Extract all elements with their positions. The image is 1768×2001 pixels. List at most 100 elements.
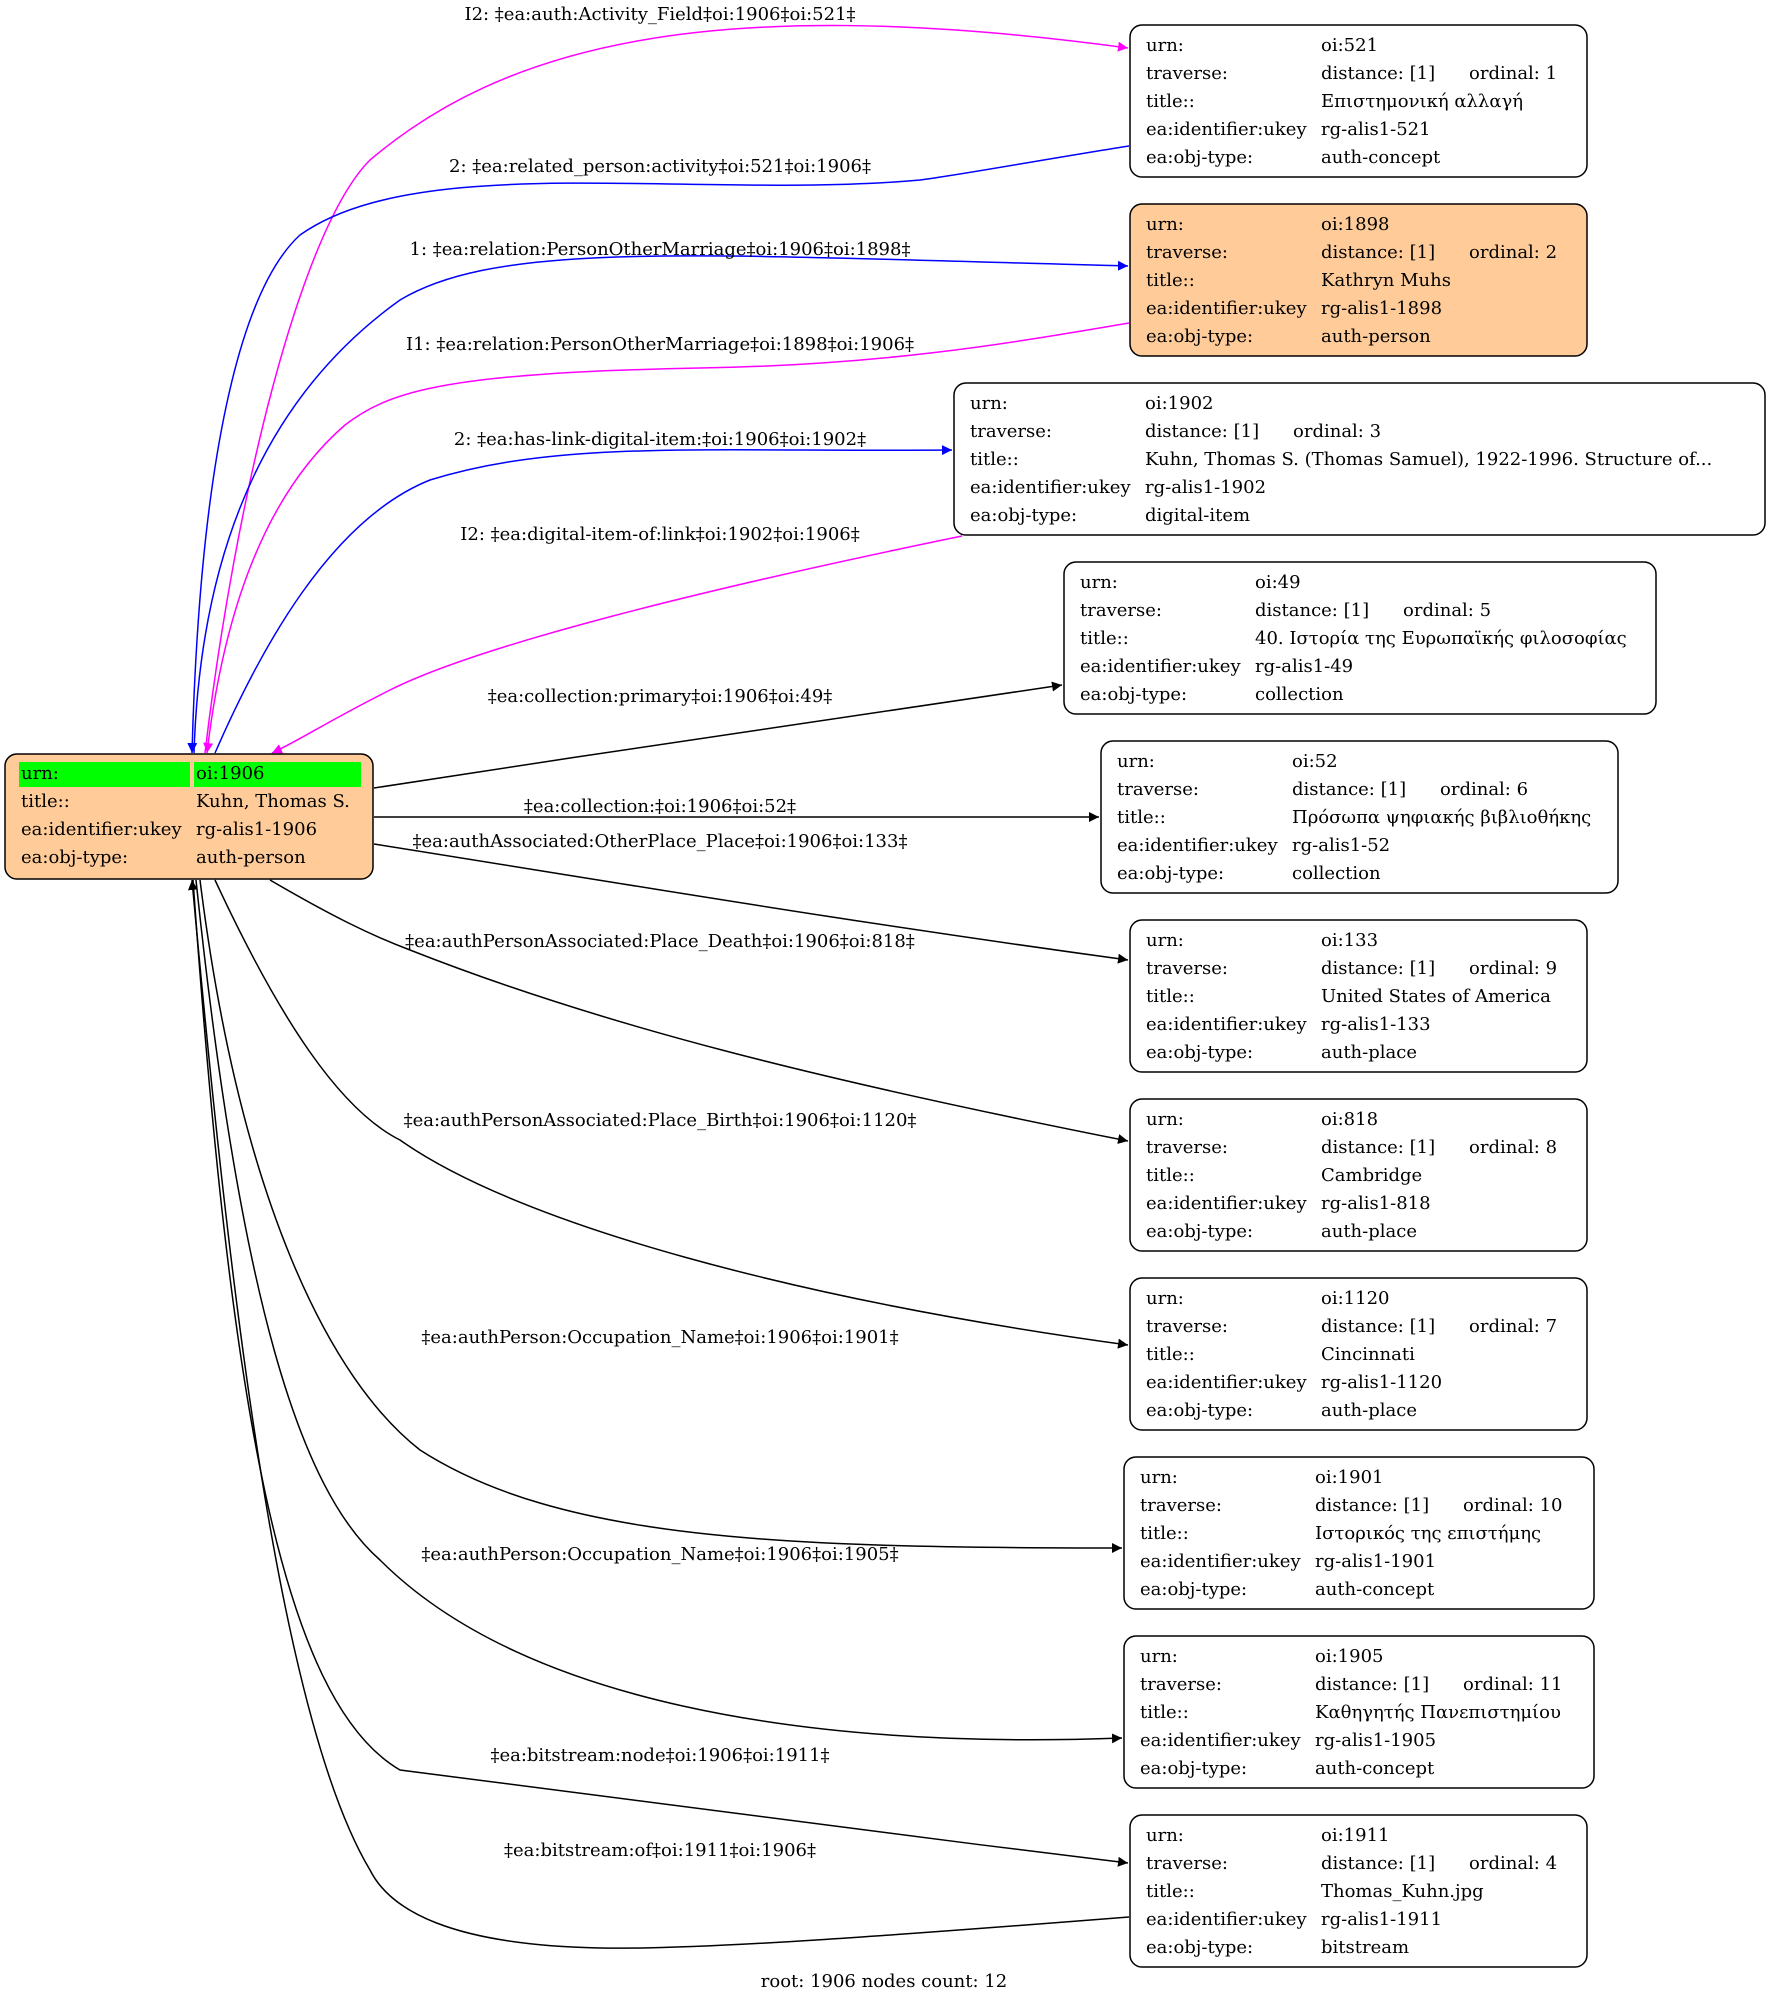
node-title-key: title::: [1146, 91, 1195, 112]
node-title-key: title::: [1146, 986, 1195, 1007]
node-ukey-value: rg-alis1-1902: [1145, 477, 1266, 498]
node-objtype-key: ea:obj-type:: [1146, 1937, 1253, 1958]
edge-label: I2: ‡ea:auth:Activity_Field‡oi:1906‡oi:5…: [464, 4, 855, 25]
edge-line: [193, 255, 1129, 754]
root-key: ea:obj-type:: [21, 847, 128, 868]
node-objtype-value: auth-place: [1321, 1400, 1417, 1421]
graph-edge: ‡ea:authPerson:Occupation_Name‡oi:1906‡o…: [199, 879, 1123, 1553]
node-distance: distance: [1]: [1321, 1316, 1435, 1337]
node-ordinal: ordinal: 7: [1469, 1316, 1557, 1337]
node-distance: distance: [1]: [1321, 1137, 1435, 1158]
node-ukey-key: ea:identifier:ukey: [1117, 835, 1278, 856]
node-objtype-value: collection: [1255, 684, 1344, 705]
node-traverse-key: traverse:: [1140, 1495, 1222, 1516]
root-value: rg-alis1-1906: [196, 819, 317, 840]
node-objtype-value: collection: [1292, 863, 1381, 884]
node-urn-value: oi:1905: [1315, 1646, 1383, 1667]
node-objtype-key: ea:obj-type:: [1146, 1042, 1253, 1063]
edge-line: [187, 879, 1130, 1949]
node-objtype-key: ea:obj-type:: [1140, 1579, 1247, 1600]
node-objtype-key: ea:obj-type:: [1117, 863, 1224, 884]
graph-edge: ‡ea:collection:primary‡oi:1906‡oi:49‡: [373, 681, 1063, 789]
node-urn-key: urn:: [1146, 930, 1184, 951]
edge-label: I1: ‡ea:relation:PersonOtherMarriage‡oi:…: [406, 334, 914, 355]
node-title-value: Thomas_Kuhn.jpg: [1321, 1881, 1484, 1902]
node-title-key: title::: [1146, 1344, 1195, 1365]
graph-edge: I1: ‡ea:relation:PersonOtherMarriage‡oi:…: [203, 322, 1130, 754]
node-traverse-key: traverse:: [1146, 1316, 1228, 1337]
graph-edge: ‡ea:authPersonAssociated:Place_Death‡oi:…: [269, 879, 1129, 1144]
footer-caption: root: 1906 nodes count: 12: [761, 1971, 1007, 1992]
node-ukey-key: ea:identifier:ukey: [1146, 1909, 1307, 1930]
node-distance: distance: [1]: [1321, 1853, 1435, 1874]
node-urn-value: oi:1911: [1321, 1825, 1389, 1846]
graph-edge: ‡ea:authPersonAssociated:Place_Birth‡oi:…: [214, 879, 1129, 1349]
node-objtype-value: auth-person: [1321, 326, 1431, 347]
edge-label: 2: ‡ea:related_person:activity‡oi:521‡oi…: [449, 156, 871, 177]
node-urn-key: urn:: [1080, 572, 1118, 593]
node-traverse-key: traverse:: [970, 421, 1052, 442]
node-distance: distance: [1]: [1321, 242, 1435, 263]
node-ukey-value: rg-alis1-52: [1292, 835, 1390, 856]
edge-label: ‡ea:collection:primary‡oi:1906‡oi:49‡: [488, 686, 833, 707]
node-title-key: title::: [1080, 628, 1129, 649]
node-title-key: title::: [1117, 807, 1166, 828]
node-title-value: Cambridge: [1321, 1165, 1422, 1186]
node-traverse-key: traverse:: [1146, 1137, 1228, 1158]
root-key: title::: [21, 791, 70, 812]
node-ukey-key: ea:identifier:ukey: [1140, 1551, 1301, 1572]
edge-label: ‡ea:authPersonAssociated:Place_Birth‡oi:…: [404, 1110, 917, 1131]
node-ordinal: ordinal: 3: [1293, 421, 1381, 442]
node-ukey-key: ea:identifier:ukey: [1140, 1730, 1301, 1751]
graph-edge: ‡ea:bitstream:node‡oi:1906‡oi:1911‡: [192, 879, 1129, 1867]
node-traverse-key: traverse:: [1146, 1853, 1228, 1874]
edge-label: ‡ea:collection:‡oi:1906‡oi:52‡: [524, 796, 796, 817]
node-ordinal: ordinal: 10: [1463, 1495, 1563, 1516]
node-urn-key: urn:: [970, 393, 1008, 414]
node-ukey-key: ea:identifier:ukey: [1080, 656, 1241, 677]
node-traverse-key: traverse:: [1080, 600, 1162, 621]
node-ordinal: ordinal: 6: [1440, 779, 1528, 800]
edge-label: ‡ea:authAssociated:OtherPlace_Place‡oi:1…: [413, 831, 908, 852]
node-title-value: Cincinnati: [1321, 1344, 1415, 1365]
node-objtype-value: auth-place: [1321, 1221, 1417, 1242]
node-ordinal: ordinal: 9: [1469, 958, 1557, 979]
graph-edge: ‡ea:authPerson:Occupation_Name‡oi:1906‡o…: [195, 879, 1123, 1744]
edge-line: [195, 879, 1123, 1744]
node-traverse-key: traverse:: [1140, 1674, 1222, 1695]
node-title-key: title::: [970, 449, 1019, 470]
node-objtype-value: bitstream: [1321, 1937, 1409, 1958]
node-urn-key: urn:: [1146, 1288, 1184, 1309]
edge-line: [269, 879, 1129, 1144]
node-title-value: Πρόσωπα ψηφιακής βιβλιοθήκης: [1292, 807, 1591, 828]
node-objtype-key: ea:obj-type:: [1080, 684, 1187, 705]
node-objtype-value: auth-concept: [1321, 147, 1441, 168]
node-distance: distance: [1]: [1255, 600, 1369, 621]
edge-line: [373, 681, 1063, 789]
graph-edge: I2: ‡ea:digital-item-of:link‡oi:1902‡oi:…: [271, 524, 963, 754]
edge-line: [204, 24, 1129, 754]
root-value: Kuhn, Thomas S.: [196, 791, 350, 812]
node-ordinal: ordinal: 8: [1469, 1137, 1557, 1158]
node-distance: distance: [1]: [1321, 958, 1435, 979]
graph-edge: I2: ‡ea:auth:Activity_Field‡oi:1906‡oi:5…: [204, 4, 1129, 754]
graph-edge: ‡ea:collection:‡oi:1906‡oi:52‡: [374, 796, 1099, 822]
node-title-key: title::: [1146, 1165, 1195, 1186]
edge-label: ‡ea:bitstream:node‡oi:1906‡oi:1911‡: [490, 1745, 829, 1766]
node-traverse-key: traverse:: [1146, 958, 1228, 979]
node-objtype-value: digital-item: [1145, 505, 1250, 526]
edge-label: ‡ea:authPersonAssociated:Place_Death‡oi:…: [405, 931, 915, 952]
